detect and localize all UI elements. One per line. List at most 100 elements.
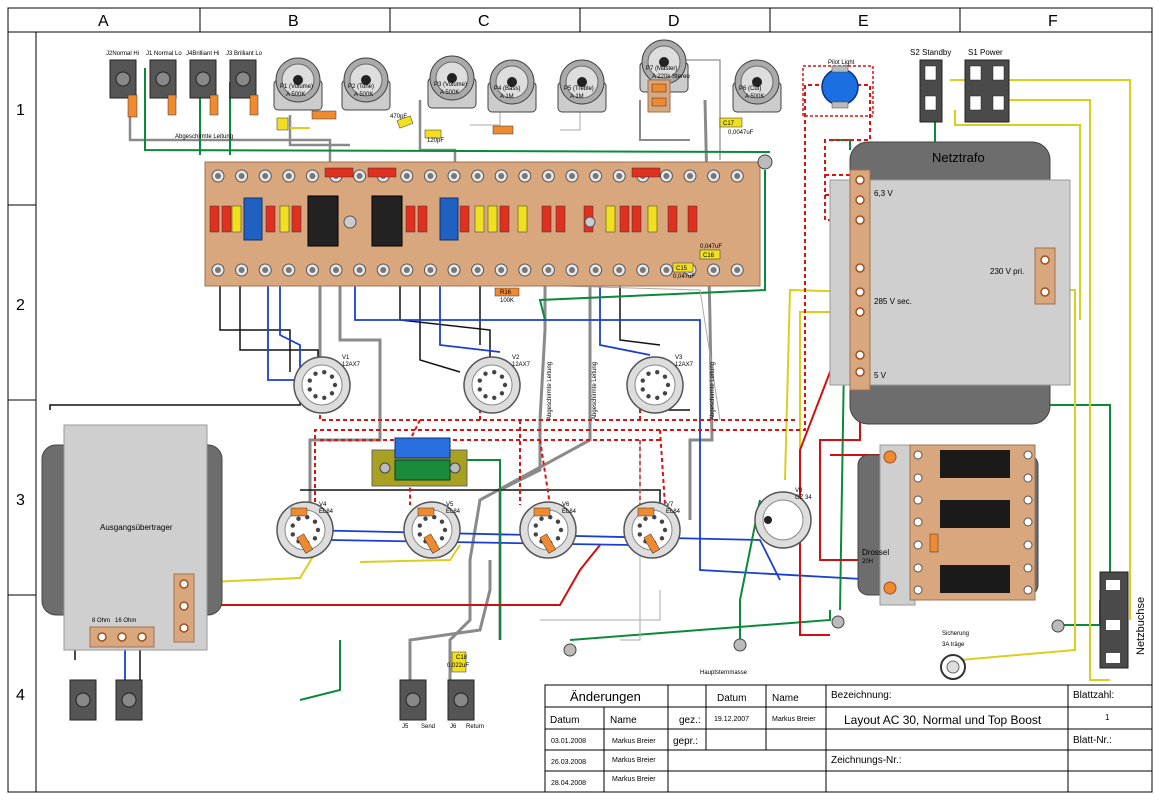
fx-loop-jacks: C18 0,022uF J5 Send J6 Return	[399, 651, 484, 730]
title-block-text: Änderungen Datum Name Datum Name gez.: g…	[550, 689, 1114, 787]
c6-value: 120pF	[427, 138, 444, 144]
pot-label: P2 (Tone)	[348, 84, 374, 90]
change-2-datum: 26.03.2008	[551, 759, 586, 766]
shield-label-2: Abgeschirmte Leitung	[547, 362, 553, 420]
power-transformer: Netztrafo 6,3 V 285 V sec. 5 V 230 V pri…	[829, 141, 1071, 425]
tube-label: V2	[512, 355, 520, 361]
potentiometer: P4 (Bass)A 1M	[487, 59, 537, 113]
return-label: Return	[466, 724, 484, 730]
input-jack: J2Normal Hi	[106, 51, 139, 99]
c17-value: 0,0047uF	[728, 130, 754, 136]
hauptstern-label: Hauptsternmasse	[700, 670, 748, 676]
power-switch: S1 Power	[964, 48, 1010, 123]
row-header: 1 2 3 4	[8, 102, 36, 704]
v230-label: 230 V pri.	[990, 267, 1024, 276]
shield-label-3: Abgeschirmte Leitung	[592, 362, 598, 420]
standby-switch: S2 Standby	[910, 48, 951, 123]
pot-label: P5 (Treble)	[564, 86, 594, 92]
pot-label: P7 (Master)	[646, 66, 677, 72]
pot-label: P4 (Bass)	[494, 86, 520, 92]
blattzahl-value: 1	[1105, 713, 1110, 722]
pot-label: P3 (Volume)	[434, 82, 467, 88]
master-pot-board	[647, 79, 671, 113]
col-b: B	[288, 13, 299, 30]
name-header: Name	[772, 693, 799, 704]
v5-label: 5 V	[874, 371, 887, 380]
change-1-name: Markus Breier	[612, 738, 656, 745]
col-e: E	[858, 13, 869, 30]
tube-label: V6	[562, 502, 570, 508]
tube-type: EL84	[666, 509, 681, 515]
tube-type: EL84	[446, 509, 461, 515]
c15-label: C15	[676, 266, 688, 272]
pot-value: A 500K	[354, 92, 373, 98]
output-transformer: Ausgangsübertrager 8 Ohm 16 Ohm	[41, 424, 223, 651]
input-jack: J3 Brilliant Lo	[226, 51, 263, 99]
drossel-value: 20H	[862, 559, 873, 565]
change-datum-header: Datum	[550, 715, 579, 726]
aenderungen-label: Änderungen	[570, 689, 641, 704]
ground-lug-board	[757, 154, 773, 170]
col-d: D	[668, 13, 680, 30]
pot-value: A 220k Stereo	[652, 74, 690, 80]
datum-header: Datum	[717, 693, 746, 704]
tube-label: V1	[342, 355, 350, 361]
col-a: A	[98, 13, 109, 30]
rectifier-tube: V8 GZ 34	[754, 488, 812, 549]
input-jack: J4Brilliant Hi	[186, 51, 219, 99]
change-name-header: Name	[610, 715, 637, 726]
send-label: Send	[421, 724, 435, 730]
gez-datum: 19.12.2007	[714, 716, 749, 723]
speaker-jacks	[69, 679, 143, 721]
potentiometer: P2 (Tone) A 500K	[341, 57, 391, 111]
pot-value: A 500K	[745, 94, 764, 100]
netzbuchse-label: Netzbuchse	[1135, 597, 1147, 655]
pilot-light-label: Pilot Light	[828, 60, 855, 66]
row-1: 1	[16, 102, 25, 119]
ausgang-label: Ausgangsübertrager	[100, 523, 173, 532]
mains-socket: Netzbuchse	[1099, 571, 1147, 669]
cathode-board	[371, 437, 468, 487]
pot-value: A 500K	[286, 92, 305, 98]
fuse: Sicherung 3A träge	[940, 631, 969, 680]
j5-label: J5	[402, 724, 409, 730]
c16-value: 0,047uF	[700, 244, 722, 250]
ohm8-label: 8 Ohm	[92, 618, 110, 624]
input-jack-label: J4Brilliant Hi	[186, 51, 219, 57]
tube-type: EL84	[319, 509, 334, 515]
change-1-datum: 03.01.2008	[551, 738, 586, 745]
gepr-label: gepr.:	[673, 736, 698, 747]
v285-label: 285 V sec.	[874, 297, 912, 306]
pot-value: A 1M	[570, 94, 584, 100]
tube-type: 12AX7	[512, 362, 531, 368]
s2-label: S2 Standby	[910, 48, 951, 57]
netztrafo-label: Netztrafo	[932, 150, 985, 165]
s1-label: S1 Power	[968, 48, 1003, 57]
column-header: A B C D E F	[8, 8, 1152, 33]
col-c: C	[478, 13, 490, 30]
potentiometer: P6 (Cut) A 500K	[732, 59, 782, 113]
change-3-datum: 28.04.2008	[551, 780, 586, 787]
potentiometer: P5 (Treble) A 1M	[557, 59, 607, 113]
shield-label-4: Abgeschirmte Leitung	[710, 362, 716, 420]
tube-label: V7	[666, 502, 674, 508]
r16-label: R16	[500, 290, 512, 296]
pot-label: P6 (Cut)	[739, 86, 761, 92]
tube-type: 12AX7	[675, 362, 694, 368]
j6-label: J6	[450, 724, 457, 730]
ground-lugs: Hauptsternmasse	[563, 615, 1065, 676]
ohm16-label: 16 Ohm	[115, 618, 136, 624]
v63-label: 6,3 V	[874, 189, 893, 198]
zeichnungsnr-label: Zeichnungs-Nr.:	[831, 755, 902, 766]
pot-value: A 500K	[440, 90, 459, 96]
tube-label: V3	[675, 355, 683, 361]
tube-label: V5	[446, 502, 454, 508]
input-jack-label: J1 Normal Lo	[146, 51, 182, 57]
